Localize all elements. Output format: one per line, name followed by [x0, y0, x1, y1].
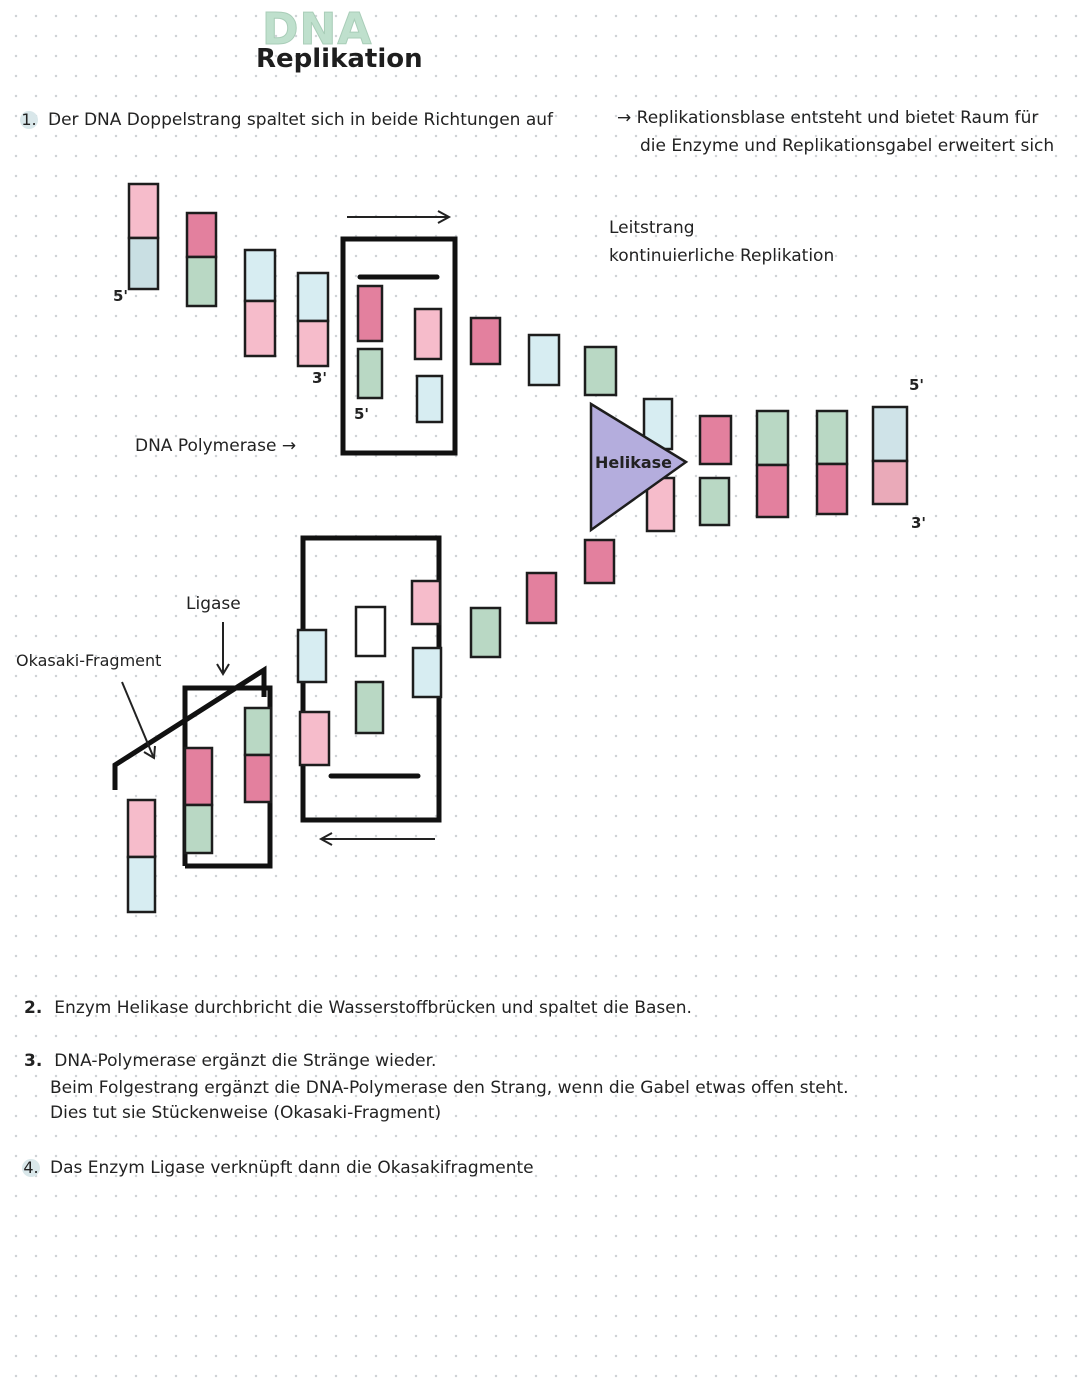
- base-block: [755, 463, 790, 519]
- step-1-arrow: →: [617, 108, 632, 128]
- step-3-line3: Dies tut sie Stückenweise (Okasaki-Fragm…: [50, 1103, 442, 1123]
- base-block: [583, 345, 618, 397]
- helikase-triangle: [589, 401, 689, 533]
- base-block: [411, 646, 443, 699]
- base-block: [354, 680, 385, 735]
- base-block: [243, 248, 277, 303]
- base-block: [185, 211, 218, 259]
- base-block: [413, 307, 443, 361]
- label-5-prime-a: 5': [113, 287, 129, 305]
- base-block: [871, 459, 909, 506]
- step-1-number: 1.: [20, 110, 38, 129]
- base-block: [243, 753, 273, 804]
- base-block: [296, 271, 330, 323]
- step-3-text: DNA-Polymerase ergänzt die Stränge wiede…: [54, 1051, 437, 1071]
- label-5-prime-b: 5': [354, 405, 370, 423]
- step-2-number: 2.: [24, 998, 43, 1018]
- base-block: [298, 710, 331, 767]
- base-block: [356, 284, 384, 343]
- base-block: [415, 374, 444, 424]
- step-4-text: Das Enzym Ligase verknüpft dann die Okas…: [50, 1158, 534, 1178]
- base-block: [698, 476, 731, 527]
- base-block: [183, 746, 214, 807]
- label-3-prime-a: 3': [312, 369, 328, 387]
- base-block: [755, 409, 790, 467]
- base-block: [126, 798, 157, 859]
- base-block: [469, 606, 502, 659]
- base-block: [815, 462, 849, 516]
- label-3-prime-right: 3': [911, 514, 927, 532]
- base-block: [871, 405, 909, 463]
- base-block: [527, 333, 561, 387]
- title-replikation: Replikation: [256, 44, 423, 74]
- label-leitstrang: Leitstrang: [609, 218, 695, 238]
- label-leitstrang-sub: kontinuierliche Replikation: [609, 246, 835, 266]
- base-block: [410, 579, 442, 626]
- step-4-number: 4.: [22, 1158, 40, 1177]
- base-block: [183, 803, 214, 855]
- base-block: [354, 605, 387, 658]
- base-block: [356, 347, 384, 400]
- label-helikase: Helikase: [595, 453, 673, 472]
- dna-polymerase-box: [340, 236, 458, 456]
- base-block: [127, 182, 160, 240]
- base-block: [583, 538, 616, 585]
- ligase-link: [112, 665, 267, 790]
- base-block: [126, 855, 157, 914]
- base-block: [243, 706, 273, 757]
- replication-diagram: [112, 182, 909, 914]
- title-dna: DNA: [261, 4, 373, 56]
- step-2-text: Enzym Helikase durchbricht die Wassersto…: [54, 998, 692, 1018]
- label-dna-polymerase: DNA Polymerase →: [135, 436, 297, 456]
- label-5-prime-right: 5': [909, 376, 925, 394]
- base-block: [127, 236, 160, 291]
- base-block: [185, 255, 218, 308]
- label-okasaki-fragment: Okasaki-Fragment: [16, 651, 162, 670]
- base-block: [296, 628, 328, 684]
- step-3-number: 3.: [24, 1051, 43, 1071]
- step-1-result-line2: die Enzyme und Replikationsgabel erweite…: [640, 136, 1055, 156]
- base-block: [698, 414, 733, 466]
- step-1-text: Der DNA Doppelstrang spaltet sich in bei…: [48, 110, 554, 130]
- base-block: [243, 299, 277, 358]
- step-1: 1. Der DNA Doppelstrang spaltet sich in b…: [20, 110, 553, 130]
- step-4: 4. Das Enzym Ligase verknüpft dann die Ok…: [22, 1158, 534, 1178]
- step-3-line2: Beim Folgestrang ergänzt die DNA-Polymer…: [50, 1078, 849, 1098]
- step-3: 3. DNA-Polymerase ergänzt die Stränge wie…: [24, 1051, 436, 1071]
- base-block: [469, 316, 502, 366]
- step-1-result-line1: Replikationsblase entsteht und bietet Ra…: [636, 108, 1039, 128]
- step-2: 2. Enzym Helikase durchbricht die Wassers…: [24, 998, 692, 1018]
- base-block: [296, 319, 330, 368]
- step-1-result: → Replikationsblase entsteht und bietet …: [617, 108, 1038, 128]
- label-ligase: Ligase: [186, 594, 241, 614]
- base-block: [815, 409, 849, 466]
- base-block: [525, 571, 558, 625]
